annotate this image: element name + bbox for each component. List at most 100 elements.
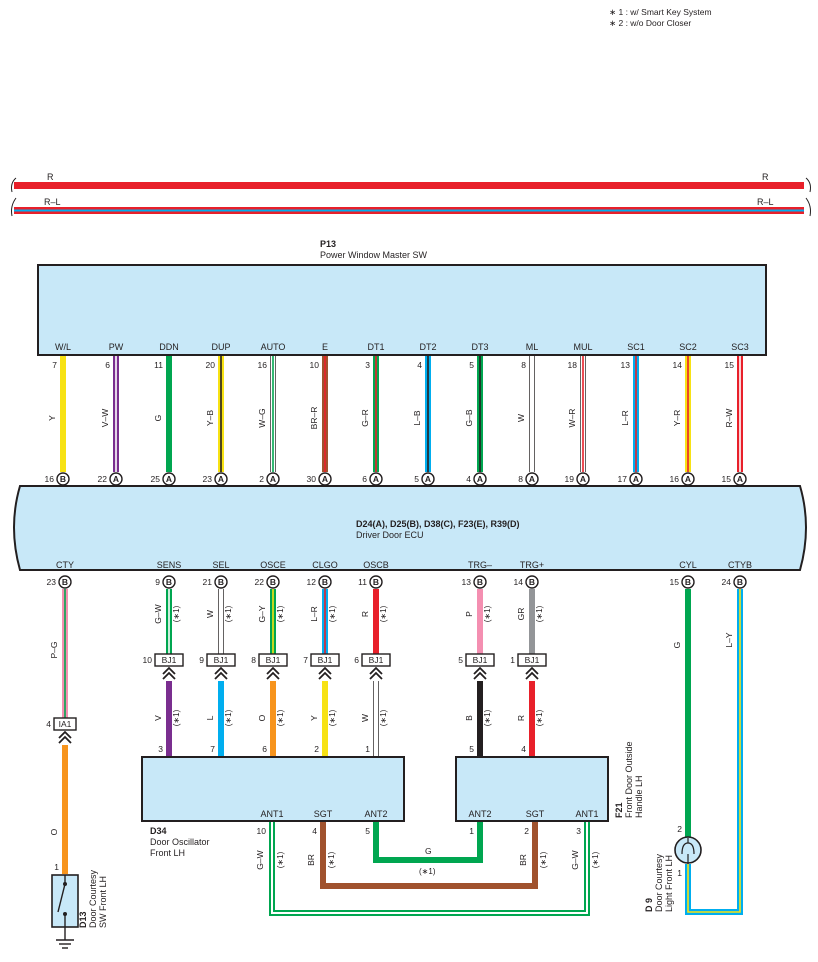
lower-top-wire-code-6: GR xyxy=(516,608,526,621)
ant2-loop-wire-code: G xyxy=(425,846,432,856)
p13-pin-8: 5 xyxy=(469,360,474,370)
ecu-lower-conn-0-letter: B xyxy=(166,577,172,587)
lower-bot-star-0: (∗1) xyxy=(172,709,181,726)
f21-line2: Handle LH xyxy=(634,775,644,818)
p13-pin-5: 10 xyxy=(310,360,320,370)
cty-wire-code: P–G xyxy=(49,641,59,658)
d9-line2: Light Front LH xyxy=(664,855,674,912)
ecu-ctyb-conn xyxy=(733,575,747,589)
d13-line1: Door Courtesy xyxy=(88,869,98,928)
p13-code: P13 xyxy=(320,239,336,249)
ecu-upper-conn-10-letter: A xyxy=(580,474,586,484)
lower-top-star-0: (∗1) xyxy=(172,605,181,622)
p13-pin-11: 13 xyxy=(621,360,631,370)
ant2-loop-star: (∗1) xyxy=(419,867,436,876)
ecu-upper-pin-5: 30 xyxy=(307,474,317,484)
bj1-pin-2: 8 xyxy=(251,655,256,665)
ecu-cty-conn xyxy=(58,575,72,589)
lower-bot-wire-code-0: V xyxy=(153,715,163,721)
bj1-connector-3 xyxy=(310,653,340,667)
ecu-upper-pin-12: 16 xyxy=(670,474,680,484)
bj1-chevron-6 xyxy=(525,666,539,680)
ecu-upper-conn-11-letter: A xyxy=(633,474,639,484)
upper-wire-code-1: V–W xyxy=(100,409,110,427)
f21-bottom-terminal-0: ANT2 xyxy=(468,809,491,819)
ia1-chevron xyxy=(58,730,72,744)
lower-top-wire-code-5: P xyxy=(464,611,474,617)
bj1-chevron-4 xyxy=(369,666,383,680)
ecu-upper-conn-12-letter: A xyxy=(685,474,691,484)
bj1-chevron-3 xyxy=(318,666,332,680)
bj1-connector-1 xyxy=(206,653,236,667)
ecu-lower-terminal-3: CLGO xyxy=(312,560,338,570)
ecu-lower-pin-5: 13 xyxy=(462,577,472,587)
upper-wire-code-9: W xyxy=(516,414,526,422)
p13-pin-9: 8 xyxy=(521,360,526,370)
f21-bottom-wire-code-1: BR xyxy=(518,854,528,866)
f21-code: F21 xyxy=(614,802,624,818)
p13-terminal-3: DUP xyxy=(211,342,230,352)
ecu-lower-terminal-4: OSCB xyxy=(363,560,389,570)
d34-line1: Door Oscillator xyxy=(150,837,210,847)
ecu-cyl-terminal: CYL xyxy=(679,560,697,570)
bus-rl-label-right: R–L xyxy=(757,197,774,207)
lower-bot-wire-code-6: R xyxy=(516,715,526,721)
upper-wire-code-0: Y xyxy=(47,415,57,421)
ecu-lower-conn-4-letter: B xyxy=(373,577,379,587)
ecu-upper-conn-9-letter: A xyxy=(529,474,535,484)
ecu-upper-conn-7-letter: A xyxy=(425,474,431,484)
ecu-upper-pin-3: 23 xyxy=(203,474,213,484)
ecu-lower-conn-6 xyxy=(525,575,539,589)
ecu-lower-terminal-0: SENS xyxy=(157,560,182,570)
ecu-upper-pin-2: 25 xyxy=(151,474,161,484)
ecu-cty-terminal: CTY xyxy=(56,560,74,570)
lower-bot-wire-code-5: B xyxy=(464,715,474,721)
ecu-lower-conn-3-letter: B xyxy=(322,577,328,587)
ia1-pin: 4 xyxy=(46,719,51,729)
bj1-pin-3: 7 xyxy=(303,655,308,665)
ecu-upper-conn-1-letter: A xyxy=(113,474,119,484)
d34-bottom-star-0: (∗1) xyxy=(276,851,285,868)
upper-wire-code-2: G xyxy=(153,415,163,422)
bj1-connector-2 xyxy=(258,653,288,667)
p13-pin-2: 11 xyxy=(154,360,163,370)
ground-icon xyxy=(56,927,74,949)
ecu-lower-pin-4: 11 xyxy=(358,577,367,587)
p13-terminal-8: DT3 xyxy=(471,342,488,352)
ecu-lower-pin-1: 21 xyxy=(203,577,213,587)
d34-bottom-terminal-2: ANT2 xyxy=(364,809,387,819)
device-pin-1: 7 xyxy=(210,744,215,754)
p13-pin-3: 20 xyxy=(206,360,216,370)
upper-wire-code-12: Y–R xyxy=(672,410,682,427)
lower-top-star-3: (∗1) xyxy=(328,605,337,622)
ecu-cyl-conn xyxy=(681,575,695,589)
device-pin-3: 2 xyxy=(314,744,319,754)
d34-bottom-star-1: (∗1) xyxy=(327,851,336,868)
lower-top-wire-code-2: G–Y xyxy=(257,605,267,622)
device-pin-2: 6 xyxy=(262,744,267,754)
ecu-codes: D24(A), D25(B), D38(C), F23(E), R39(D) xyxy=(356,519,520,529)
switch-contact-icon xyxy=(57,883,66,913)
f21-bottom-wire-code-2: G–W xyxy=(570,850,580,869)
lower-top-star-2: (∗1) xyxy=(276,605,285,622)
d34-bottom-wire-code-0: G–W xyxy=(255,850,265,869)
f21-bottom-star-2: (∗1) xyxy=(591,851,600,868)
sgt-loop-wire xyxy=(320,822,538,889)
p13-terminal-11: SC1 xyxy=(627,342,645,352)
lower-bot-star-4: (∗1) xyxy=(379,709,388,726)
upper-wire-code-6: G–R xyxy=(360,409,370,426)
ecu-name: Driver Door ECU xyxy=(356,530,424,540)
p13-terminal-7: DT2 xyxy=(419,342,436,352)
ecu-upper-pin-9: 8 xyxy=(518,474,523,484)
ecu-upper-conn-2-letter: A xyxy=(166,474,172,484)
d34-bottom-pin-0: 10 xyxy=(257,826,267,836)
device-pin-0: 3 xyxy=(158,744,163,754)
f21-label: F21 Front Door Outside Handle LH xyxy=(614,741,644,818)
ctyb-wire-code: L–Y xyxy=(724,632,734,647)
ecu-ctyb-pin: 24 xyxy=(722,577,732,587)
lower-top-star-6: (∗1) xyxy=(535,605,544,622)
lower-wires: SENSB9G–W(∗1)BJ110V(∗1)3SENSSELB21W(∗1)B… xyxy=(143,560,547,772)
